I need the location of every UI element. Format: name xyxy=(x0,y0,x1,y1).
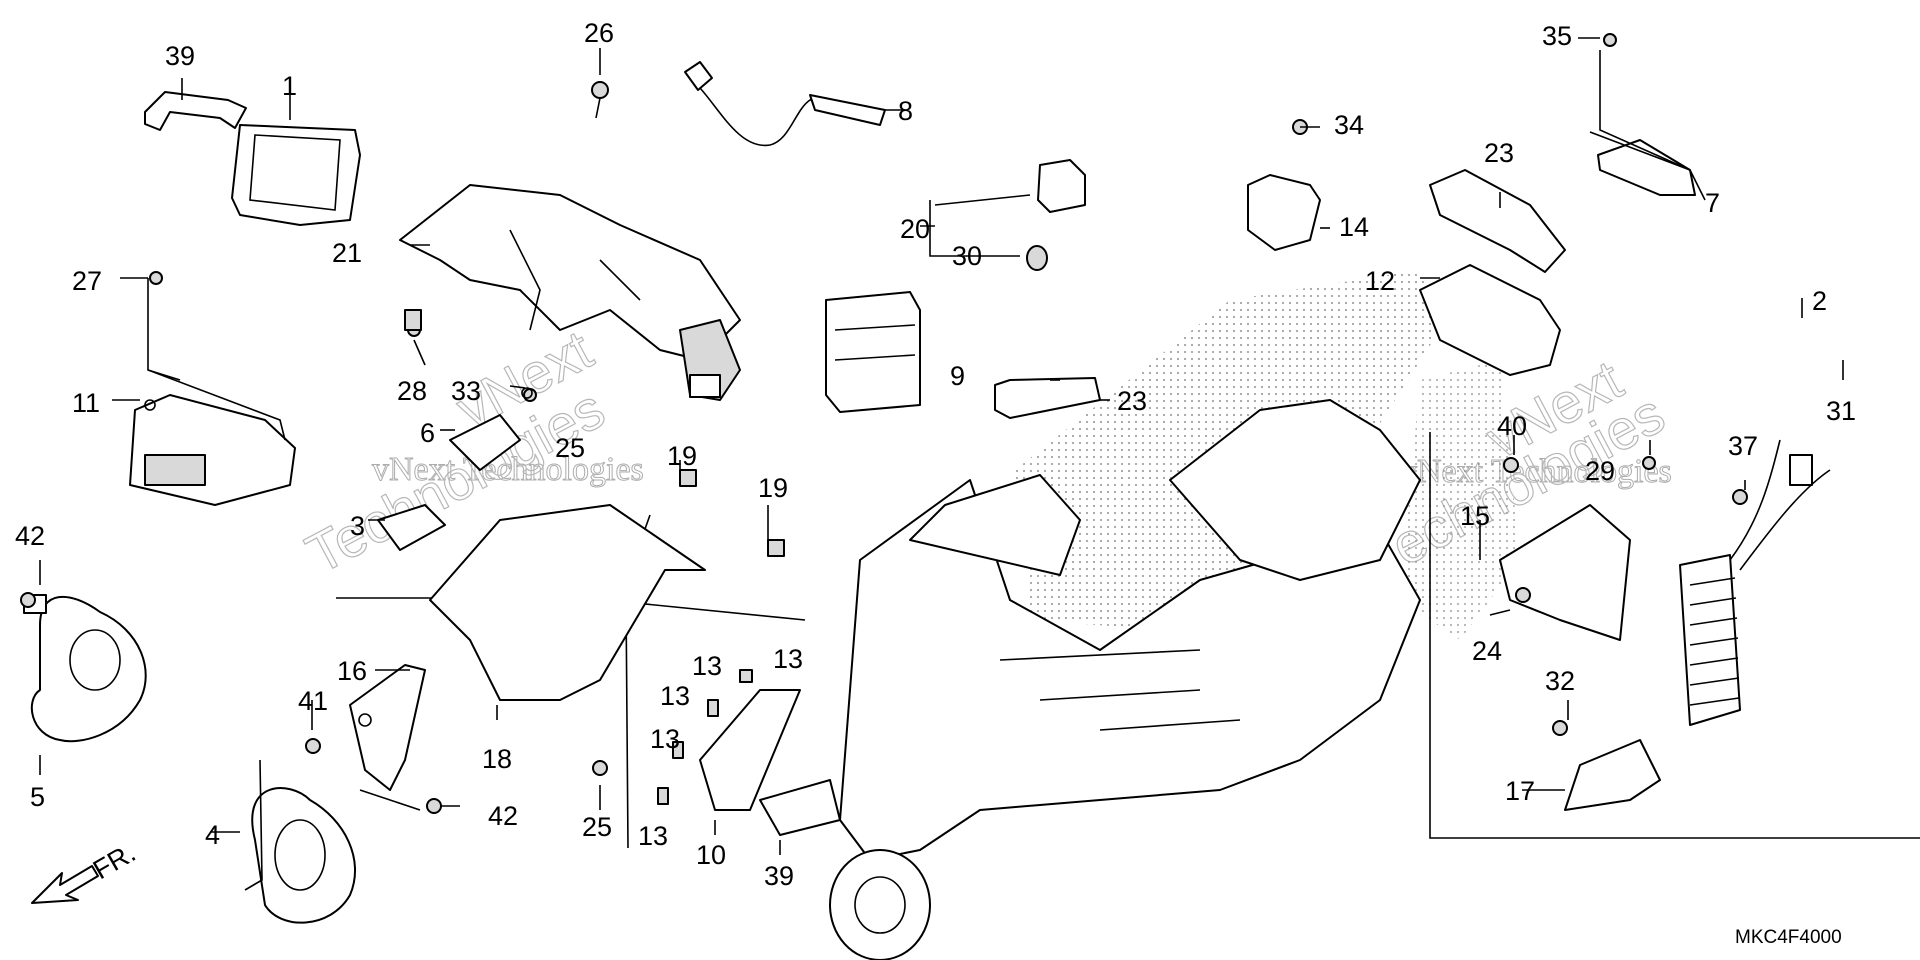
svg-text:vNext Technologies: vNext Technologies xyxy=(1400,453,1672,490)
callout-6: 6 xyxy=(420,418,435,448)
callout-26: 26 xyxy=(584,18,614,48)
callout-41: 41 xyxy=(298,686,328,716)
callout-29: 29 xyxy=(1585,456,1615,486)
part-18-bracket xyxy=(429,504,706,701)
callout-32: 32 xyxy=(1545,666,1575,696)
part-2-regulator xyxy=(1679,439,1831,726)
part-6-fuse xyxy=(449,414,521,471)
callout-19-a: 19 xyxy=(667,441,697,471)
callout-39-top: 39 xyxy=(165,41,195,71)
callout-34: 34 xyxy=(1334,110,1364,140)
callout-19-b: 19 xyxy=(758,473,788,503)
callout-14: 14 xyxy=(1339,212,1369,242)
callout-8: 8 xyxy=(898,96,913,126)
part-39-clip-lower xyxy=(759,779,841,836)
leader-lines xyxy=(39,37,1844,855)
part-39-clip xyxy=(144,91,247,131)
part-23-cover-mid xyxy=(994,377,1101,419)
callout-33: 33 xyxy=(451,376,481,406)
diagram-code: MKC4F4000 xyxy=(1735,927,1842,948)
callout-25-top: 25 xyxy=(555,433,585,463)
part-20-relay xyxy=(1037,159,1086,213)
callout-12: 12 xyxy=(1365,266,1395,296)
front-direction-arrow: FR. xyxy=(31,837,141,904)
motorcycle xyxy=(829,399,1421,960)
part-8-sensor-cable xyxy=(684,61,886,147)
callout-25-bot: 25 xyxy=(582,812,612,842)
callout-24: 24 xyxy=(1472,636,1502,666)
part-11-ecu xyxy=(129,394,296,506)
part-7-bracket xyxy=(1597,139,1696,196)
callout-7: 7 xyxy=(1705,188,1720,218)
callout-28: 28 xyxy=(397,376,427,406)
callout-9: 9 xyxy=(950,361,965,391)
callout-27: 27 xyxy=(72,266,102,296)
part-5-horn xyxy=(23,594,147,743)
part-15-shield xyxy=(1499,504,1631,641)
part-14-sensor xyxy=(1247,174,1321,251)
callouts: 39 1 26 8 20 30 34 14 35 7 23 12 9 23 27… xyxy=(15,18,1856,891)
callout-13-b: 13 xyxy=(692,651,722,681)
callout-23-mid: 23 xyxy=(1117,386,1147,416)
callout-13-e: 13 xyxy=(638,821,668,851)
callout-5: 5 xyxy=(30,782,45,812)
part-4-horn xyxy=(244,759,356,924)
callout-17: 17 xyxy=(1505,776,1535,806)
callout-42-top: 42 xyxy=(15,521,45,551)
callout-23-top: 23 xyxy=(1484,138,1514,168)
callout-31: 31 xyxy=(1826,396,1856,426)
part-12-unit xyxy=(1419,264,1561,376)
part-1-holder xyxy=(231,124,361,226)
part-9-module xyxy=(825,291,921,413)
callout-1: 1 xyxy=(282,71,297,101)
callout-11: 11 xyxy=(72,388,100,418)
part-17-cover xyxy=(1564,739,1661,811)
part-23-cover-top xyxy=(1429,169,1566,273)
callout-40: 40 xyxy=(1497,411,1527,441)
callout-21: 21 xyxy=(332,238,362,268)
callout-35: 35 xyxy=(1542,21,1572,51)
svg-text:vNext Technologies: vNext Technologies xyxy=(372,451,644,488)
callout-39-bot: 39 xyxy=(764,861,794,891)
part-30-grommet xyxy=(1026,245,1048,271)
part-10-holder xyxy=(699,689,801,811)
callout-15: 15 xyxy=(1460,501,1490,531)
callout-3: 3 xyxy=(350,511,365,541)
callout-42-bot: 42 xyxy=(488,801,518,831)
part-21-bracket xyxy=(399,184,741,401)
callout-13-d: 13 xyxy=(650,724,680,754)
callout-13-a: 13 xyxy=(773,644,803,674)
callout-13-c: 13 xyxy=(660,681,690,711)
part-16-bracket xyxy=(349,664,426,791)
callout-30: 30 xyxy=(952,241,982,271)
callout-16: 16 xyxy=(337,656,367,686)
callout-20: 20 xyxy=(900,214,930,244)
part-3-fuse xyxy=(377,504,446,551)
callout-4: 4 xyxy=(205,820,220,850)
callout-2: 2 xyxy=(1812,286,1827,316)
callout-10: 10 xyxy=(696,840,726,870)
callout-37: 37 xyxy=(1728,431,1758,461)
callout-18: 18 xyxy=(482,744,512,774)
